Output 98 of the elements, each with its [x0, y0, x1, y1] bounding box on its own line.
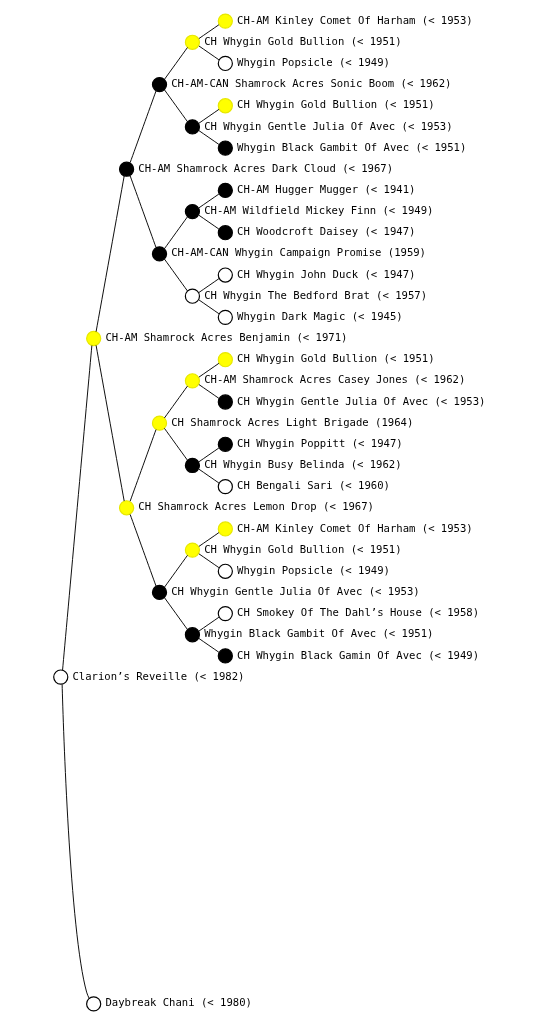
node-circle [184, 203, 201, 219]
connector [198, 45, 220, 60]
node-circle [217, 605, 233, 621]
connector [198, 362, 220, 378]
node-label: CH Bengali Sari (< 1960) [237, 478, 390, 491]
connector [198, 214, 220, 230]
connector [129, 513, 157, 587]
node-label: CH-AM Shamrock Acres Casey Jones (< 1962) [204, 372, 466, 385]
node-circle [184, 34, 201, 50]
node-circle [217, 55, 233, 71]
node-label: Whygin Popsicle (< 1949) [237, 55, 390, 68]
node-circle [118, 161, 135, 177]
node-circle [217, 393, 233, 410]
connector [198, 637, 220, 653]
node-circle [151, 76, 168, 92]
node-label: Whygin Dark Magic (< 1945) [237, 309, 403, 322]
connector [198, 552, 220, 568]
node-label: CH Whygin Gentle Julia Of Avec (< 1953) [204, 119, 453, 131]
node-circle [118, 499, 135, 515]
node-label: CH-AM Shamrock Acres Benjamin (< 1971) [105, 330, 348, 343]
node-label: CH-AM-CAN Shamrock Acres Sonic Boom (< 1962) [171, 76, 452, 89]
connector [198, 616, 220, 632]
node-circle [151, 245, 168, 261]
connector [163, 258, 188, 291]
node-label: CH Woodcroft Daisey (< 1947) [237, 224, 416, 237]
node-circle [217, 266, 233, 283]
connector [163, 385, 188, 418]
node-label: Daybreak Chani (< 1980) [105, 995, 252, 1008]
connector [198, 383, 220, 399]
connector [129, 428, 157, 502]
node-circle [184, 626, 201, 642]
connector [163, 596, 188, 630]
node-label: CH-AM Wildfield Mickey Finn (< 1949) [204, 203, 434, 216]
node-circle [184, 541, 201, 558]
node-circle [86, 995, 102, 1012]
connector [129, 90, 157, 163]
connector [163, 427, 188, 461]
node-circle [184, 457, 201, 473]
node-label: Whygin Popsicle (< 1949) [237, 563, 390, 576]
node-label: CH Whygin Gold Bullion (< 1951) [204, 34, 402, 47]
node-label: CH Whygin Gold Bullion (< 1951) [237, 97, 435, 110]
node-circle [217, 647, 233, 664]
node-circle [217, 97, 233, 113]
node-circle [217, 351, 233, 367]
node-label: CH Shamrock Acres Light Brigade (1964) [171, 415, 414, 428]
node-circle [86, 330, 102, 346]
node-label: Whygin Black Gambit Of Avec (< 1951) [204, 626, 434, 639]
connector [198, 468, 220, 483]
node-label: CH-AM Kinley Comet Of Harham (< 1953) [237, 13, 473, 26]
node-label: CH-AM Hugger Mugger (< 1941) [237, 182, 416, 195]
connector [198, 531, 220, 547]
node-label: CH Whygin Gold Bullion (< 1951) [237, 351, 435, 364]
node-label: CH Whygin The Bedford Brat (< 1957) [204, 288, 428, 301]
connector [95, 344, 125, 502]
node-circle [184, 288, 201, 304]
connector [163, 46, 188, 80]
node-label: CH Smokey Of The Dahl’s House (< 1958) [237, 605, 480, 618]
node-label: CH Whygin Gold Bullion (< 1951) [204, 542, 402, 555]
node-circle [217, 436, 233, 452]
connector [198, 277, 220, 293]
connector [163, 88, 188, 122]
node-circle [184, 118, 201, 135]
node-circle [217, 309, 233, 325]
node-label: CH-AM Kinley Comet Of Harham (< 1953) [237, 521, 473, 534]
node-label: CH Whygin Busy Belinda (< 1962) [204, 457, 402, 470]
node-circle [217, 563, 233, 579]
node-label: CH Shamrock Acres Lemon Drop (< 1967) [138, 499, 374, 512]
node-circle [53, 668, 69, 685]
node-label: Clarion’s Reveille (< 1982) [72, 669, 245, 682]
node-circle [151, 584, 168, 600]
node-label: CH-AM-CAN Whygin Campaign Promise (1959) [171, 245, 427, 258]
connector [198, 23, 220, 39]
node-circle [217, 139, 233, 156]
node-label: CH-AM Shamrock Acres Dark Cloud (< 1967) [138, 161, 394, 174]
connector [61, 683, 90, 999]
node-circle [217, 224, 233, 240]
connector [198, 447, 220, 462]
node-circle [217, 12, 233, 29]
connector [163, 554, 188, 588]
node-circle [151, 415, 168, 431]
node-label: CH Whygin Poppitt (< 1947) [237, 436, 403, 449]
node-circle [184, 372, 201, 388]
connector [198, 298, 220, 314]
connector [163, 215, 188, 249]
connector [95, 175, 125, 332]
node-label: Whygin Black Gambit Of Avec (< 1951) [237, 140, 467, 153]
node-circle [217, 520, 233, 537]
connector [198, 129, 220, 145]
connector [198, 108, 220, 124]
connector [62, 344, 93, 670]
node-label: CH Whygin John Duck (< 1947) [237, 267, 416, 280]
node-label: CH Whygin Gentle Julia Of Avec (< 1953) [171, 584, 420, 597]
connector [129, 174, 157, 248]
node-circle [217, 182, 233, 198]
node-label: CH Whygin Black Gamin Of Avec (< 1949) [237, 648, 480, 661]
node-circle [217, 478, 233, 494]
connector [198, 193, 220, 208]
node-label: CH Whygin Gentle Julia Of Avec (< 1953) [237, 394, 486, 407]
